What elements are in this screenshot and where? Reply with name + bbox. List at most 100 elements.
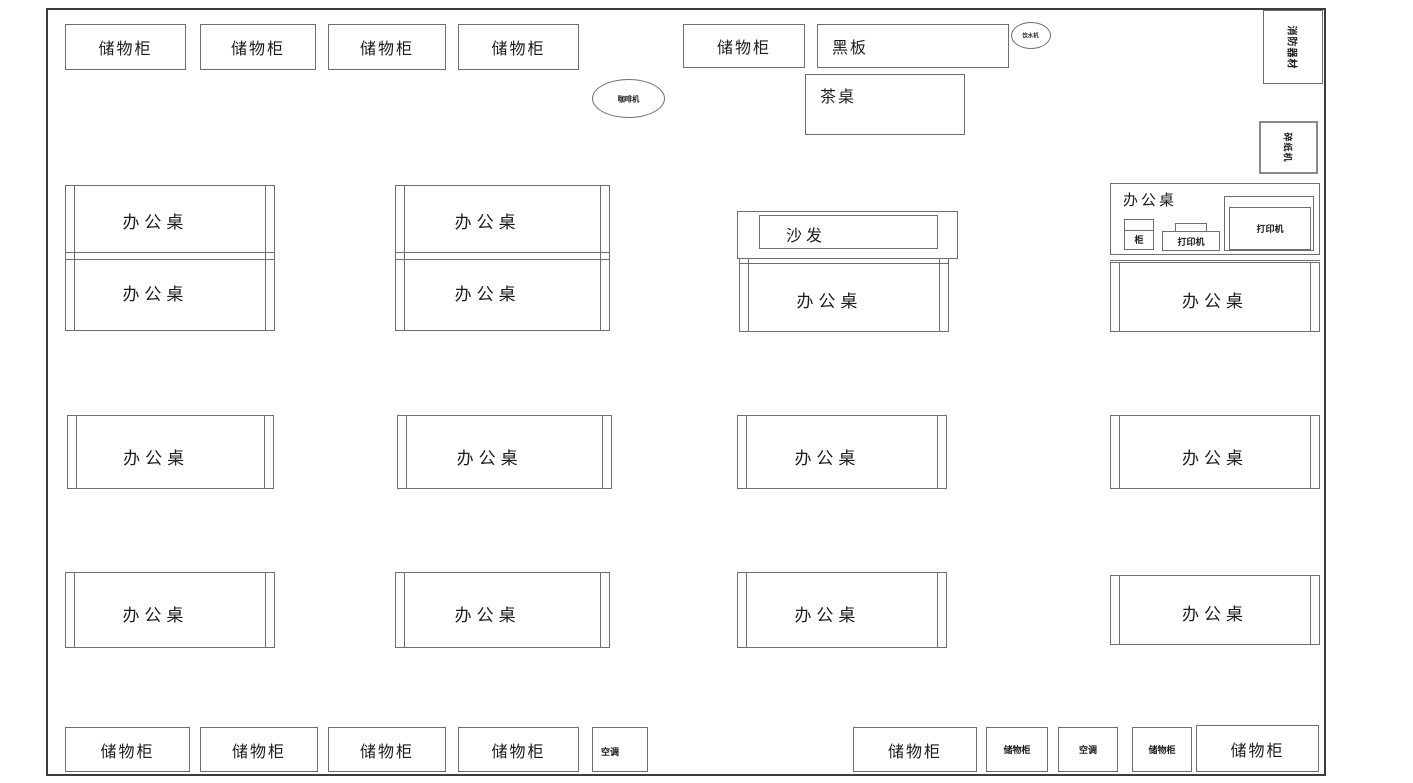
desk-divider	[396, 252, 609, 260]
storage-cabinet: 储物柜	[683, 24, 805, 68]
desk-divider-line	[1110, 260, 1320, 261]
desk-group: 办公桌 办公桌	[65, 185, 275, 331]
office-desk-label: 办公桌	[122, 606, 189, 626]
office-desk: 办公桌	[737, 572, 947, 648]
storage-cabinet-label: 储物柜	[887, 741, 942, 761]
tea-table-label: 茶桌	[820, 87, 857, 106]
desk-edge-line	[937, 573, 938, 647]
storage-cabinet: 储物柜	[65, 727, 190, 772]
air-conditioner: 空调	[1058, 727, 1118, 772]
printer-large-inner: 打印机	[1229, 207, 1311, 250]
desk-edge-line	[600, 186, 601, 330]
desk-edge-line	[265, 186, 266, 330]
tea-table: 茶桌	[805, 74, 965, 135]
storage-cabinet-label: 储物柜	[230, 39, 285, 58]
sofa: 沙发	[737, 211, 958, 259]
storage-cabinet: 储物柜	[458, 727, 579, 772]
office-desk-label: 办公桌	[796, 292, 863, 312]
shredder-label: 碎纸机	[1281, 132, 1292, 163]
desk-edge-line	[939, 259, 940, 331]
shredder-box: 碎纸机	[1259, 121, 1318, 174]
desk-edge-line	[404, 186, 405, 330]
desk-edge-line	[746, 416, 747, 488]
office-desk-label: 办公桌	[122, 213, 189, 233]
desk-edge-line	[1310, 576, 1311, 644]
office-desk: 办公桌	[1110, 415, 1320, 489]
storage-cabinet-label: 储物柜	[98, 39, 153, 58]
desk-edge-line	[1119, 263, 1120, 331]
storage-cabinet: 储物柜	[1196, 725, 1319, 772]
blackboard: 黑板	[817, 24, 1009, 68]
storage-cabinet-label: 储物柜	[359, 39, 414, 58]
office-desk: 办公桌	[397, 415, 612, 489]
desk-edge-line	[74, 573, 75, 647]
storage-cabinet-label: 储物柜	[716, 38, 771, 57]
storage-cabinet: 储物柜	[853, 727, 977, 772]
office-desk-label: 办公桌	[1182, 605, 1248, 625]
printer-label: 打印机	[1256, 225, 1284, 235]
water-dispenser-label: 饮水机	[1022, 33, 1040, 40]
desk-edge-line	[1119, 416, 1120, 488]
office-desk-label: 办公桌	[454, 213, 521, 233]
desk-edge-line	[1310, 416, 1311, 488]
desk-edge-line	[602, 416, 603, 488]
storage-cabinet: 储物柜	[328, 24, 446, 70]
desk-cabinet-label: 柜	[1134, 236, 1144, 246]
desk-edge-line	[746, 573, 747, 647]
storage-cabinet-small: 储物柜	[1132, 727, 1192, 772]
room-outline	[46, 8, 1326, 776]
office-desk-label: 办公桌	[454, 285, 521, 305]
desk-cabinet: 柜	[1124, 219, 1154, 250]
coffee-machine-oval: 咖啡机	[592, 79, 665, 118]
printer-small: 打印机	[1162, 231, 1220, 251]
desk-edge-line	[600, 573, 601, 647]
office-desk: 办公桌	[67, 415, 274, 489]
storage-cabinet: 储物柜	[65, 24, 186, 70]
office-desk-label: 办公桌	[794, 449, 861, 469]
office-desk: 办公桌	[739, 258, 949, 332]
desk-edge-line	[264, 416, 265, 488]
desk-edge-line	[406, 416, 407, 488]
office-desk-label: 办公桌	[1182, 292, 1248, 312]
desk-group: 办公桌 办公桌	[395, 185, 610, 331]
storage-cabinet-label: 储物柜	[100, 741, 155, 761]
office-desk-label: 办公桌	[1182, 449, 1248, 469]
storage-cabinet-label: 储物柜	[1148, 746, 1176, 756]
air-conditioner: 空调	[592, 727, 648, 772]
sofa-label: 沙发	[786, 226, 827, 245]
water-dispenser-oval: 饮水机	[1011, 22, 1051, 49]
office-desk: 办公桌	[1110, 262, 1320, 332]
desk-divider	[66, 252, 274, 260]
storage-cabinet-label: 储物柜	[491, 39, 546, 58]
office-desk: 办公桌	[65, 572, 275, 648]
office-desk: 办公桌	[1110, 575, 1320, 645]
desk-edge-line	[265, 573, 266, 647]
office-desk-label: 办公桌	[794, 606, 861, 626]
equipment-box: 消防器材	[1263, 10, 1323, 84]
air-conditioner-label: 空调	[1078, 746, 1097, 756]
desk-edge-line	[748, 259, 749, 331]
storage-cabinet-label: 储物柜	[1003, 746, 1031, 756]
storage-cabinet: 储物柜	[200, 727, 318, 772]
office-desk-label: 办公桌	[1123, 191, 1178, 209]
blackboard-label: 黑板	[832, 38, 869, 57]
storage-cabinet-label: 储物柜	[231, 741, 286, 761]
workstation-top: 办公桌 柜 打印机 打印机	[1110, 183, 1320, 255]
desk-edge-line	[937, 416, 938, 488]
storage-cabinet-small: 储物柜	[986, 727, 1048, 772]
printer-label: 打印机	[1177, 237, 1205, 248]
desk-edge-line	[76, 416, 77, 488]
desk-edge-line	[1119, 576, 1120, 644]
printer-large: 打印机	[1224, 196, 1314, 251]
storage-cabinet-label: 储物柜	[359, 741, 414, 761]
storage-cabinet: 储物柜	[328, 727, 446, 772]
office-desk-label: 办公桌	[122, 285, 189, 305]
sofa-inner	[759, 215, 938, 249]
desk-edge-line	[1310, 263, 1311, 331]
office-desk-label: 办公桌	[454, 606, 521, 626]
printer-workstation: 办公桌 柜 打印机 打印机 办公桌	[1110, 183, 1320, 332]
office-desk: 办公桌	[395, 572, 610, 648]
desk-edge-line	[404, 573, 405, 647]
storage-cabinet-label: 储物柜	[491, 741, 546, 761]
cabinet-divider-line	[1125, 230, 1153, 231]
